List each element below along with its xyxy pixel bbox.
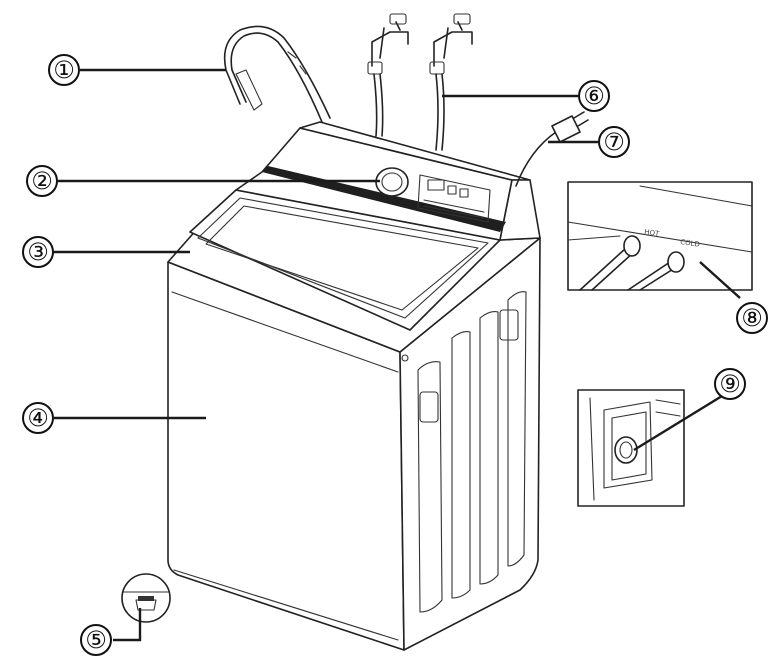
callout-1: ①: [49, 55, 79, 85]
inlet-valve-inset: HOT COLD: [568, 182, 752, 290]
callout-8-label: ⑧: [741, 304, 763, 332]
callout-8: ⑧: [737, 303, 767, 333]
callout-6: ⑥: [579, 81, 609, 111]
callout-1-label: ①: [53, 56, 75, 84]
drain-hose: [225, 26, 330, 122]
leveling-foot-inset: [122, 574, 170, 622]
callout-5: ⑤: [81, 625, 111, 655]
callout-7-label: ⑦: [603, 128, 625, 156]
pump-filter-inset: [578, 390, 684, 506]
callout-7: ⑦: [599, 127, 629, 157]
callout-6-label: ⑥: [583, 82, 605, 110]
callout-5-label: ⑤: [85, 626, 107, 654]
callout-9: ⑨: [715, 369, 745, 399]
callout-3: ③: [23, 237, 53, 267]
callout-4-label: ④: [27, 404, 49, 432]
callout-2-label: ②: [31, 167, 53, 195]
callout-2: ②: [27, 166, 57, 196]
callout-3-label: ③: [27, 238, 49, 266]
water-supply-hoses: [368, 14, 472, 150]
callout-9-label: ⑨: [719, 370, 741, 398]
power-cord: [516, 112, 588, 186]
callout-4: ④: [23, 403, 53, 433]
